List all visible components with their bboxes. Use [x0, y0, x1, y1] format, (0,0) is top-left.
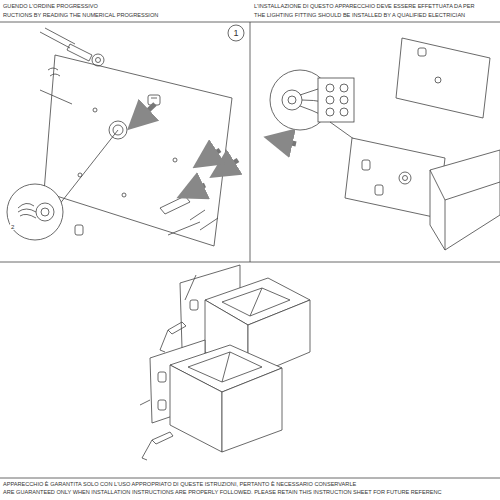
- header-note: THE LIGHTING FITTING SHOULD BE INSTALLED…: [254, 13, 465, 19]
- header-note: GUENDO L'ORDINE PROGRESSIVO: [3, 4, 98, 10]
- header-note: L'INSTALLAZIONE DI QUESTO APPARECCHIO DE…: [254, 4, 475, 10]
- footer-note: ARE GUARANTEED ONLY WHEN INSTALLATION IN…: [3, 490, 442, 496]
- header-note: RUCTIONS BY READING THE NUMERICAL PROGRE…: [3, 13, 158, 19]
- footer-note: APPARECCHIO È GARANTITA SOLO CON L'USO A…: [3, 482, 356, 488]
- step-number: 1: [233, 29, 238, 38]
- callout-number: 2: [10, 224, 15, 230]
